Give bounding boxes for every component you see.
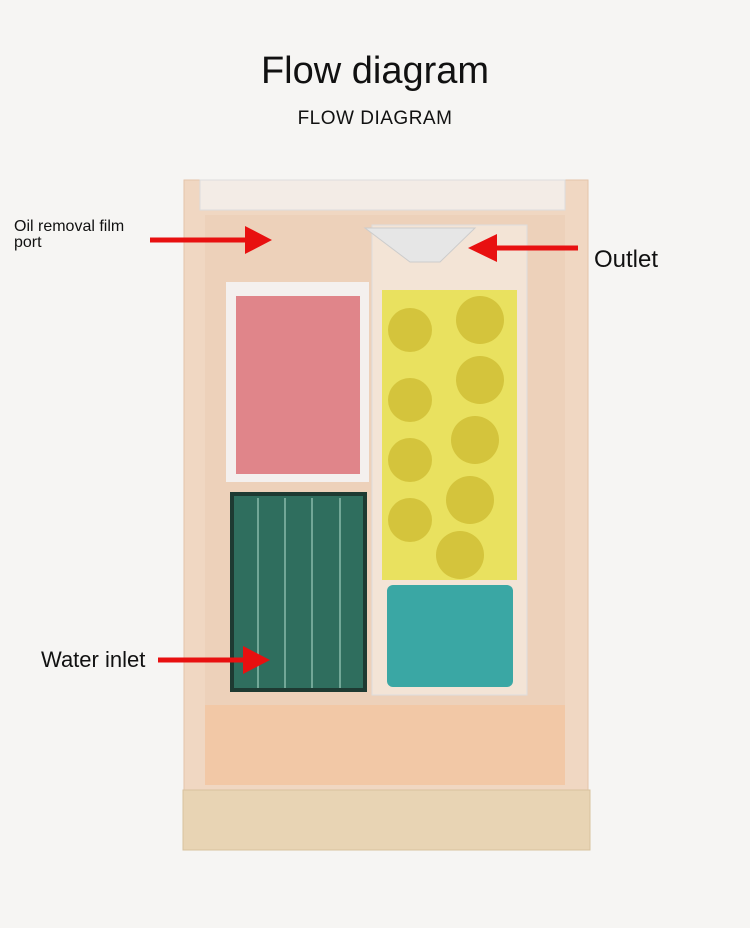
page-title: Flow diagram bbox=[260, 50, 490, 92]
water-pump bbox=[387, 585, 513, 687]
page-subtitle: FLOW DIAGRAM bbox=[297, 108, 453, 129]
oil-port-line2: port bbox=[14, 234, 42, 251]
outlet-funnel bbox=[363, 227, 477, 263]
oil-port-line1: Oil removal film bbox=[14, 218, 125, 235]
pink-sponge bbox=[236, 296, 360, 474]
outlet-label: Outlet bbox=[594, 246, 659, 273]
arrows bbox=[150, 226, 578, 674]
tank-lid bbox=[199, 179, 566, 211]
water-inlet-label: Water inlet bbox=[41, 647, 146, 672]
oil-removal-port-label: Oil removal film port bbox=[14, 219, 124, 251]
wooden-base bbox=[182, 789, 591, 851]
tank-lower bbox=[205, 705, 565, 785]
